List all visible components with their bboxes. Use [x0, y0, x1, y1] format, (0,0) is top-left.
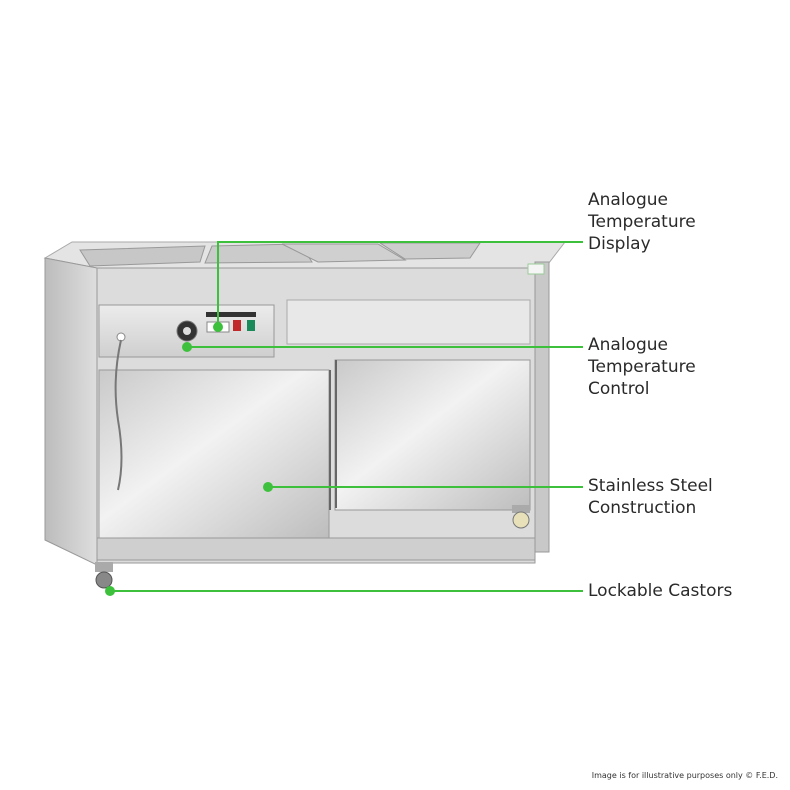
callout-label-castors: Lockable Castors [588, 581, 733, 601]
callout-dot-construction [263, 482, 273, 492]
callout-label-control: Analogue Temperature Control [588, 335, 696, 399]
callout-line-display [217, 241, 583, 327]
callout-lines [110, 241, 583, 592]
callout-label-display: Analogue Temperature Display [588, 190, 696, 254]
castor [512, 505, 530, 529]
callout-dot-display [213, 322, 223, 332]
bain-marie-cabinet [43, 241, 567, 589]
callout-dot-control [182, 342, 192, 352]
callout-label-construction: Stainless Steel Construction [588, 476, 713, 518]
castor [95, 562, 113, 589]
disclaimer-footer: Image is for illustrative purposes only … [591, 771, 778, 780]
callout-dot-castors [105, 586, 115, 596]
